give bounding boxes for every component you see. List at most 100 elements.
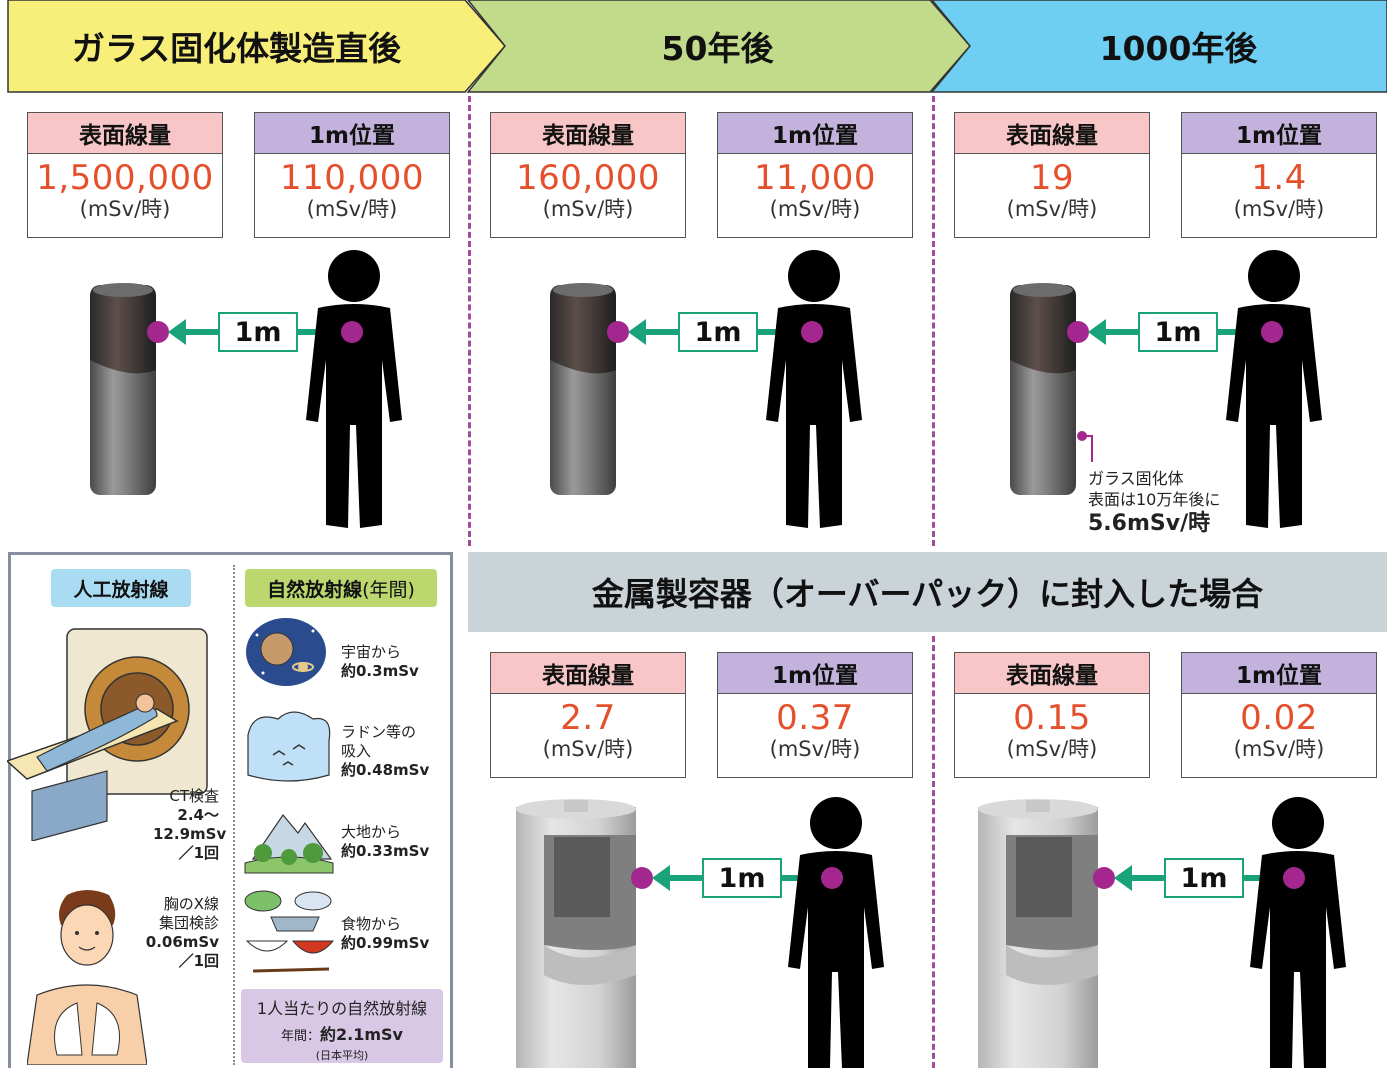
- stage3-1m-box: 1m位置 1.4 (mSv/時): [1181, 112, 1377, 238]
- surface-value: 19: [1029, 158, 1075, 198]
- one-meter-caption: 1m位置: [1182, 653, 1376, 694]
- ct-per: ／1回: [178, 844, 219, 862]
- overpack-figure: [516, 797, 884, 1068]
- stage2-arrow: [466, 0, 971, 93]
- unit-label: (mSv/時): [1006, 737, 1098, 761]
- cloud-icon: [247, 711, 331, 782]
- separator-1: [468, 96, 471, 546]
- xray-person-illustration: [27, 890, 147, 1065]
- surface-caption: 表面線量: [955, 653, 1149, 694]
- surface-caption: 表面線量: [491, 653, 685, 694]
- total-box: 1人当たりの自然放射線 年間：約2.1mSv (日本平均): [241, 989, 443, 1063]
- total-note: (日本平均): [315, 1049, 369, 1062]
- separator-2: [932, 96, 935, 546]
- canister-figure: [1010, 250, 1322, 528]
- stage1-scene: 1m: [60, 250, 460, 540]
- glass-note-line2: 表面は10万年後に: [1088, 490, 1221, 509]
- overpack-figure: [978, 797, 1346, 1068]
- unit-label: (mSv/時): [542, 737, 634, 761]
- natural-pill: 自然放射線(年間): [245, 569, 437, 607]
- radon-info: ラドン等の 吸入 約0.48mSv: [341, 723, 429, 780]
- one-meter-value: 11,000: [754, 158, 876, 198]
- overpack1-1m-box: 1m位置 0.37 (mSv/時): [717, 652, 913, 778]
- canister-figure: [90, 250, 402, 528]
- one-meter-caption: 1m位置: [255, 113, 449, 154]
- xray-name1: 胸のX線: [163, 895, 219, 913]
- artificial-pill: 人工放射線: [51, 569, 191, 607]
- one-meter-value: 110,000: [279, 158, 425, 198]
- one-meter-caption: 1m位置: [1182, 113, 1376, 154]
- unit-label: (mSv/時): [769, 197, 861, 221]
- surface-caption: 表面線量: [28, 113, 222, 154]
- surface-value: 2.7: [560, 698, 616, 738]
- radon-value: 約0.48mSv: [341, 761, 430, 779]
- stage1-arrow: [7, 0, 506, 93]
- stage3-surface-box: 表面線量 19 (mSv/時): [954, 112, 1150, 238]
- ct-info: CT検査 2.4～ 12.9mSv ／1回: [153, 787, 227, 863]
- canister-figure: [550, 250, 862, 528]
- unit-label: (mSv/時): [79, 197, 171, 221]
- ct-value1: 2.4～: [177, 806, 219, 824]
- food-name: 食物から: [341, 915, 402, 933]
- overpack2-scene: 1m: [972, 795, 1382, 1068]
- panel-divider: [233, 565, 235, 1065]
- total-value: 約2.1mSv: [320, 1025, 403, 1044]
- one-meter-caption: 1m位置: [718, 653, 912, 694]
- separator-3: [932, 636, 935, 1068]
- natural-suffix: (年間): [362, 578, 415, 601]
- distance-label: 1m: [702, 858, 782, 898]
- food-value: 約0.99mSv: [341, 934, 430, 952]
- overpack2-1m-box: 1m位置 0.02 (mSv/時): [1181, 652, 1377, 778]
- stage1-label: ガラス固化体製造直後: [71, 29, 402, 68]
- surface-value: 1,500,000: [36, 158, 214, 198]
- earth-info: 大地から 約0.33mSv: [341, 823, 429, 861]
- ct-scanner-illustration: [7, 628, 208, 841]
- overpack1-surface-box: 表面線量 2.7 (mSv/時): [490, 652, 686, 778]
- earth-name: 大地から: [341, 823, 402, 841]
- overpack1-scene: 1m: [510, 795, 920, 1068]
- total-line1: 1人当たりの自然放射線: [256, 999, 428, 1018]
- ct-value2: 12.9mSv: [153, 825, 227, 843]
- one-meter-value: 1.4: [1251, 158, 1307, 198]
- earth-icon: [244, 814, 334, 874]
- radon-name2: 吸入: [341, 742, 372, 760]
- surface-value: 160,000: [515, 158, 661, 198]
- unit-label: (mSv/時): [542, 197, 634, 221]
- glass-note-value: 5.6mSv/時: [1088, 511, 1211, 536]
- one-meter-value: 0.37: [776, 698, 854, 738]
- space-name: 宇宙から: [341, 643, 402, 661]
- timeline-header: [7, 0, 1387, 93]
- space-info: 宇宙から 約0.3mSv: [341, 643, 419, 681]
- unit-label: (mSv/時): [1233, 737, 1325, 761]
- xray-name2: 集団検診: [158, 914, 219, 932]
- natural-label: 自然放射線: [267, 578, 363, 601]
- unit-label: (mSv/時): [306, 197, 398, 221]
- glass-note: ガラス固化体 表面は10万年後に 5.6mSv/時: [1088, 468, 1220, 538]
- radon-name1: ラドン等の: [341, 723, 417, 741]
- surface-caption: 表面線量: [491, 113, 685, 154]
- stage2-label: 50年後: [661, 29, 774, 68]
- stage1-surface-box: 表面線量 1,500,000 (mSv/時): [27, 112, 223, 238]
- unit-label: (mSv/時): [1233, 197, 1325, 221]
- overpack-banner: 金属製容器（オーバーパック）に封入した場合: [468, 552, 1387, 632]
- distance-label: 1m: [678, 312, 758, 352]
- space-icon: [246, 618, 326, 686]
- distance-label: 1m: [1164, 858, 1244, 898]
- stage3-label: 1000年後: [1099, 29, 1258, 68]
- xray-value: 0.06mSv: [145, 933, 219, 951]
- distance-label: 1m: [1138, 312, 1218, 352]
- xray-info: 胸のX線 集団検診 0.06mSv ／1回: [127, 895, 219, 971]
- stage2-scene: 1m: [520, 250, 920, 540]
- ct-name: CT検査: [169, 787, 219, 805]
- stage3-scene: 1m: [980, 250, 1380, 540]
- stage1-1m-box: 1m位置 110,000 (mSv/時): [254, 112, 450, 238]
- surface-value: 0.15: [1013, 698, 1091, 738]
- one-meter-caption: 1m位置: [718, 113, 912, 154]
- distance-label: 1m: [218, 312, 298, 352]
- surface-caption: 表面線量: [955, 113, 1149, 154]
- unit-label: (mSv/時): [1006, 197, 1098, 221]
- one-meter-value: 0.02: [1240, 698, 1318, 738]
- stage3-arrow: [930, 0, 1387, 93]
- reference-panel: 人工放射線 自然放射線(年間) CT検査 2.4～ 12.9mSv ／1回 胸の…: [7, 552, 453, 1068]
- total-prefix: 年間：: [281, 1029, 321, 1044]
